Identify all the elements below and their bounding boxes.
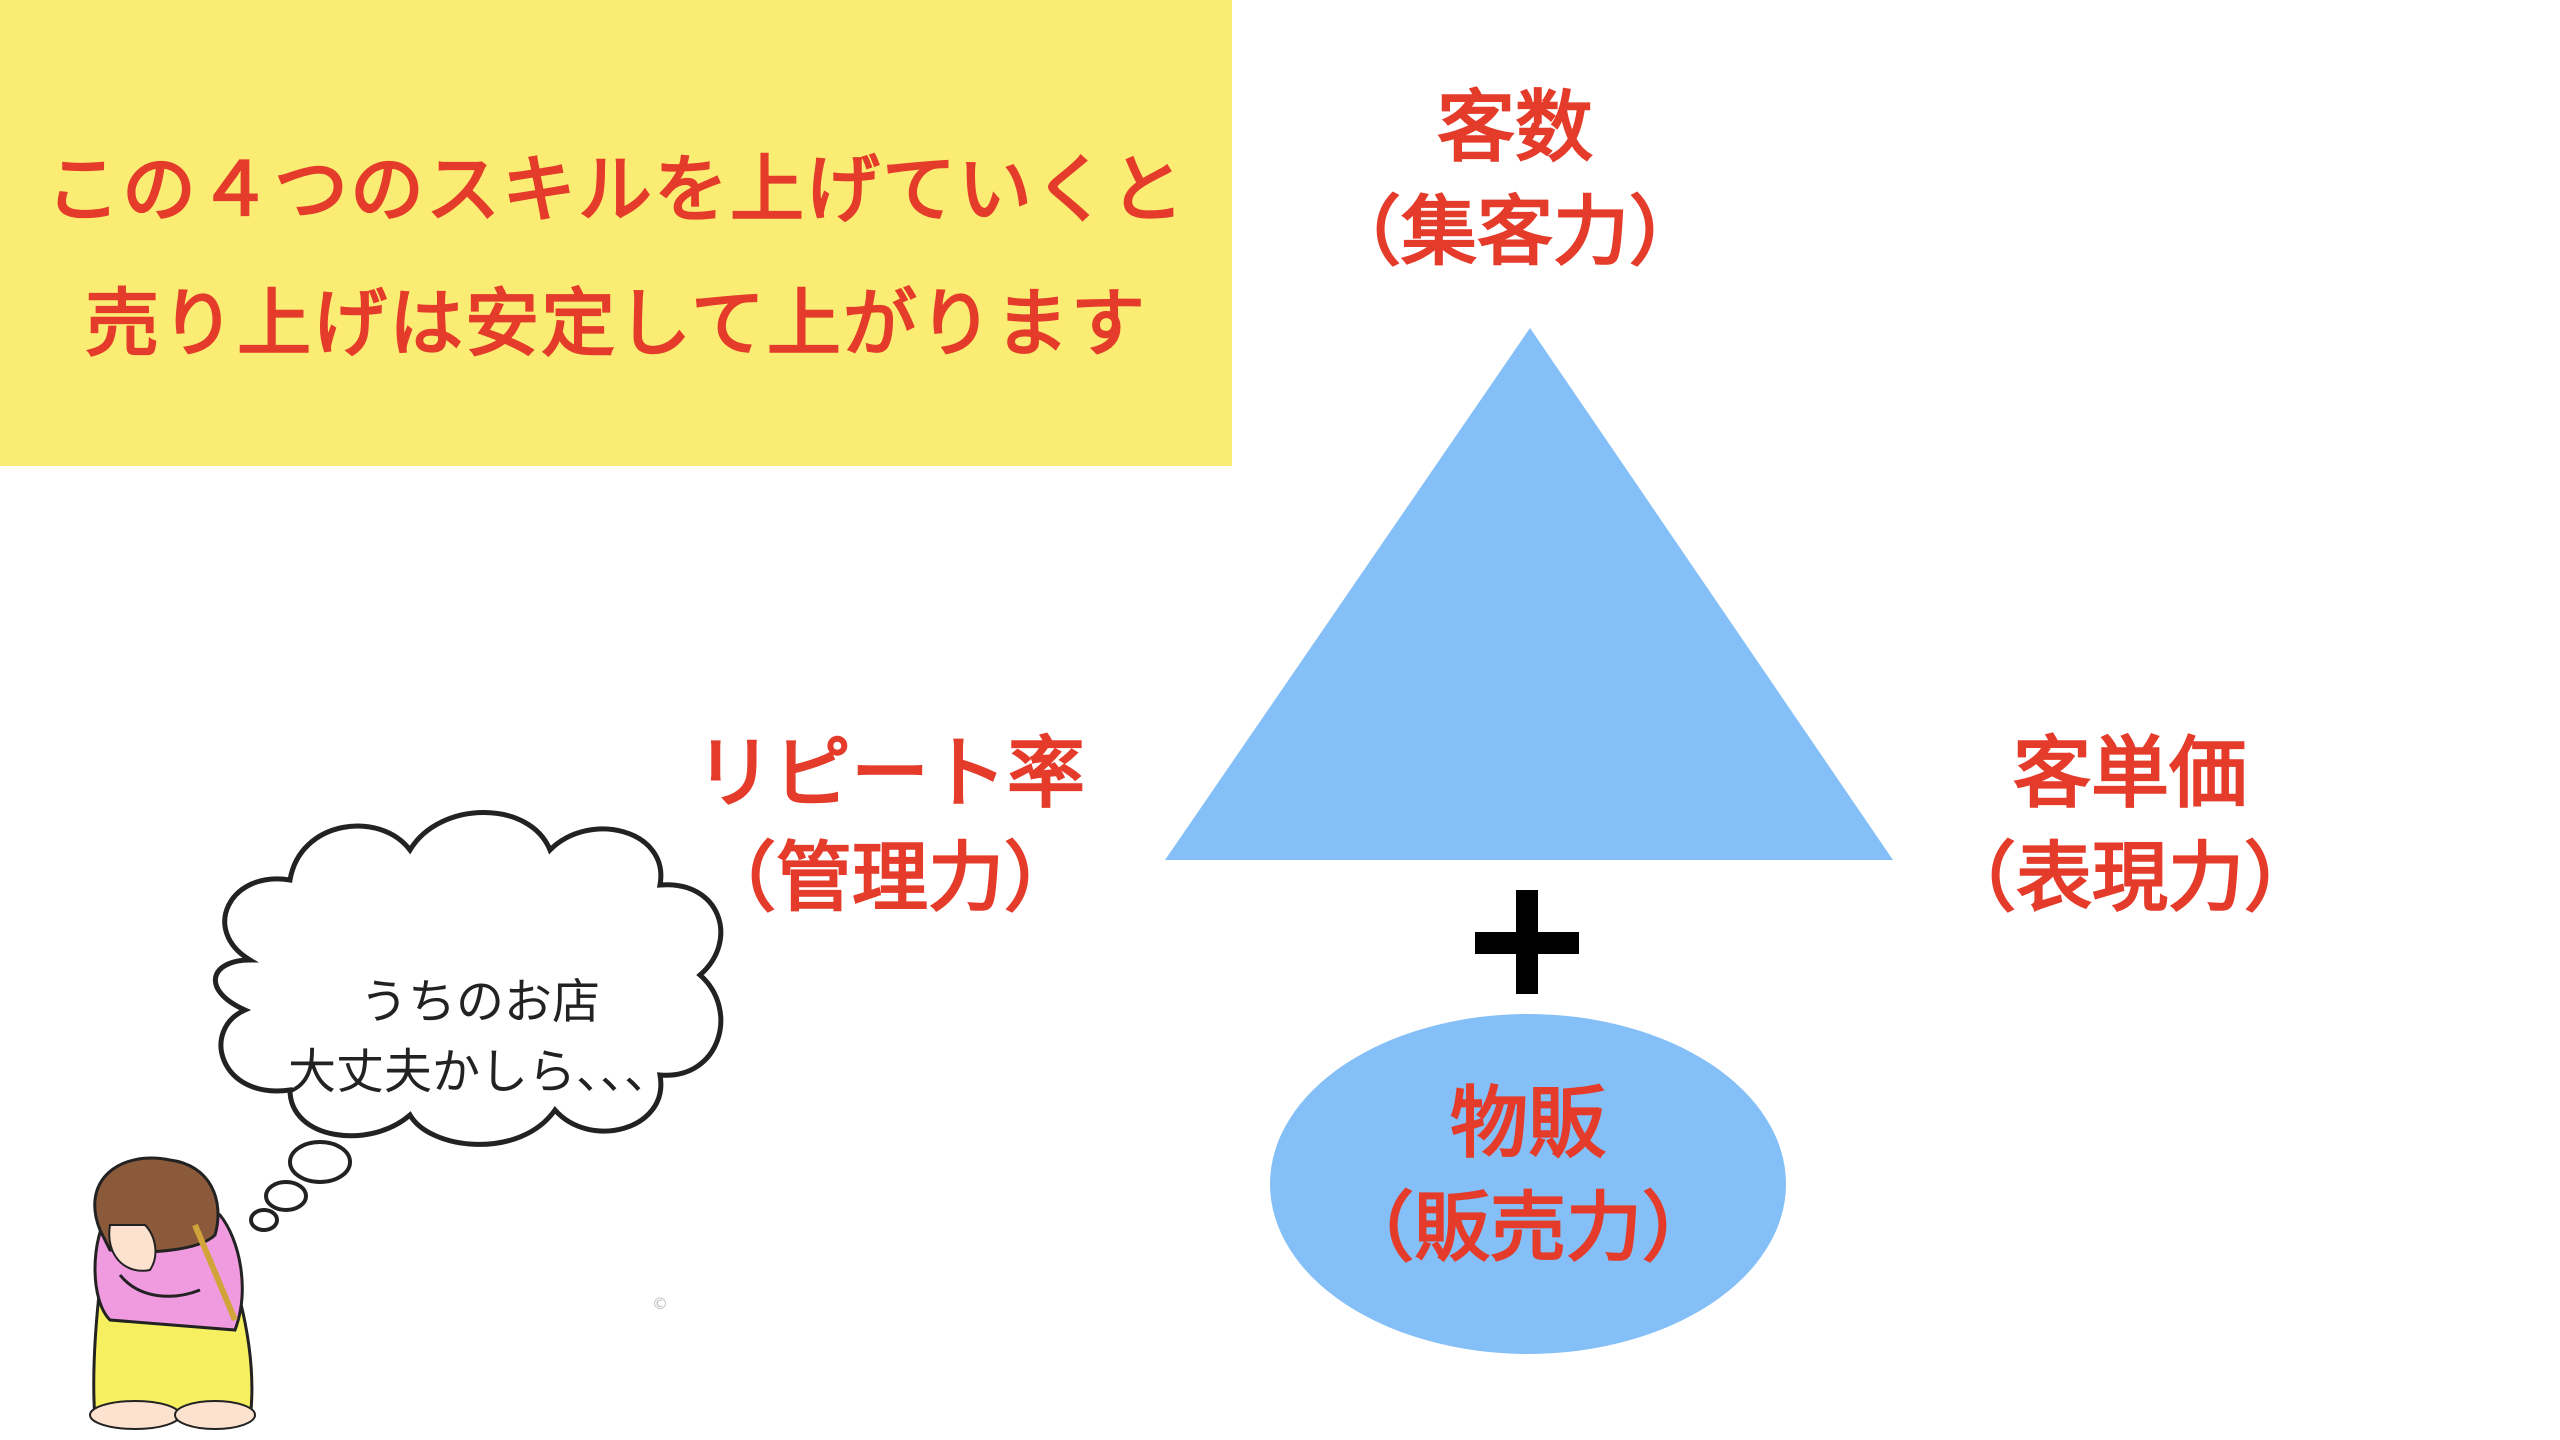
callout-box: この４つのスキルを上げていくと 売り上げは安定して上がります: [0, 0, 1232, 466]
node-unit-price-title: 客単価: [2012, 729, 2247, 819]
node-unit-price: 客単価 （表現力）: [1930, 722, 2330, 930]
product-sales-ellipse: [1270, 1014, 1786, 1354]
callout-line-2: 売り上げは安定して上がります: [85, 281, 1147, 367]
node-customer-count-title: 客数: [1436, 83, 1593, 173]
thought-dot-large: [288, 1140, 352, 1184]
thought-bubble: [212, 810, 724, 1232]
thought-dot-medium: [264, 1180, 308, 1212]
skill-triangle: [1165, 328, 1893, 860]
thought-cloud: [212, 810, 724, 1147]
thought-dot-small: [249, 1208, 279, 1232]
node-unit-price-skill: （表現力）: [1940, 833, 2320, 922]
node-repeat-rate-skill: （管理力）: [700, 833, 1080, 922]
plus-icon: [1475, 890, 1579, 994]
node-product-sales-title: 物販: [1449, 1079, 1606, 1169]
node-repeat-rate-title: リピート率: [694, 729, 1085, 819]
worried-woman-illustration: [89, 1156, 256, 1430]
node-customer-count: 客数 （集客力）: [1315, 76, 1715, 284]
node-product-sales-skill: （販売力）: [1338, 1183, 1718, 1272]
node-product-sales: 物販 （販売力）: [1328, 1072, 1728, 1280]
thought-text-line-1: うちのお店: [359, 974, 600, 1030]
thought-text-line-2: 大丈夫かしら、、、: [287, 1044, 672, 1100]
callout-line-1: この４つのスキルを上げていくと: [46, 147, 1186, 233]
node-repeat-rate: リピート率 （管理力）: [650, 722, 1130, 930]
node-customer-count-skill: （集客力）: [1325, 187, 1705, 276]
copyright-mark: ©: [652, 1294, 668, 1313]
